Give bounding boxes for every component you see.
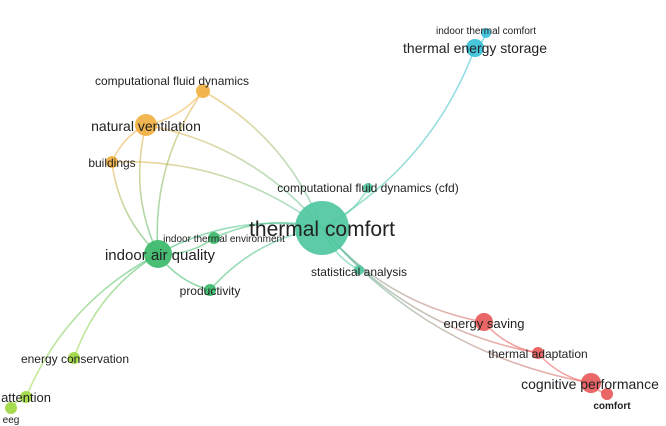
node-energy-saving[interactable] (475, 313, 493, 331)
label-buildings: buildings (88, 156, 135, 170)
label-cognitive-performance: cognitive performance (521, 376, 659, 392)
node-buildings[interactable] (106, 156, 118, 168)
link-thermal-comfort-cognitive-performance (321, 227, 592, 384)
label-energy-saving: energy saving (444, 316, 525, 331)
label-natural-ventilation: natural ventilation (91, 118, 201, 134)
node-computational-fluid-dynamics[interactable] (196, 84, 210, 98)
label-energy-conservation: energy conservation (21, 352, 129, 366)
label-cfd: computational fluid dynamics (cfd) (277, 181, 458, 195)
node-indoor-air-quality[interactable] (144, 240, 172, 268)
link-computational-fluid-dynamics-indoor-air-quality (156, 90, 204, 255)
label-comfort: comfort (593, 401, 631, 412)
node-thermal-adaptation[interactable] (532, 347, 544, 359)
node-cfd[interactable] (363, 183, 373, 193)
label-attention: attention (1, 390, 51, 405)
label-indoor-thermal-comfort: indoor thermal comfort (436, 26, 536, 37)
label-indoor-air-quality: indoor air quality (105, 247, 216, 264)
label-statistical-analysis: statistical analysis (311, 265, 407, 279)
node-statistical-analysis[interactable] (354, 265, 364, 275)
label-thermal-energy-storage: thermal energy storage (403, 40, 547, 56)
node-natural-ventilation[interactable] (135, 114, 157, 136)
link-natural-ventilation-indoor-air-quality (138, 124, 159, 255)
link-indoor-air-quality-attention (25, 253, 159, 398)
label-thermal-adaptation: thermal adaptation (488, 347, 587, 361)
node-eeg[interactable] (5, 402, 17, 414)
node-thermal-comfort[interactable] (295, 201, 349, 255)
label-productivity: productivity (180, 284, 241, 298)
link-thermal-comfort-thermal-energy-storage (321, 47, 476, 229)
label-indoor-thermal-environment: indoor thermal environment (163, 234, 285, 245)
node-productivity[interactable] (204, 284, 216, 296)
nodes-layer (5, 28, 613, 414)
label-eeg: eeg (3, 415, 20, 426)
link-buildings-indoor-air-quality (111, 161, 159, 255)
node-cognitive-performance[interactable] (581, 373, 601, 393)
node-attention[interactable] (20, 391, 32, 403)
link-thermal-comfort-thermal-adaptation (321, 227, 539, 354)
link-thermal-comfort-buildings (111, 160, 323, 229)
node-comfort[interactable] (601, 388, 613, 400)
label-computational-fluid-dynamics: computational fluid dynamics (95, 74, 249, 88)
node-thermal-energy-storage[interactable] (466, 39, 484, 57)
node-indoor-thermal-comfort[interactable] (481, 28, 491, 38)
node-indoor-thermal-environment[interactable] (208, 232, 220, 244)
labels-layer: thermal comfort indoor air quality natural… (1, 26, 659, 426)
link-indoor-air-quality-energy-conservation (73, 253, 159, 359)
node-energy-conservation[interactable] (68, 352, 80, 364)
label-thermal-comfort: thermal comfort (249, 218, 395, 241)
